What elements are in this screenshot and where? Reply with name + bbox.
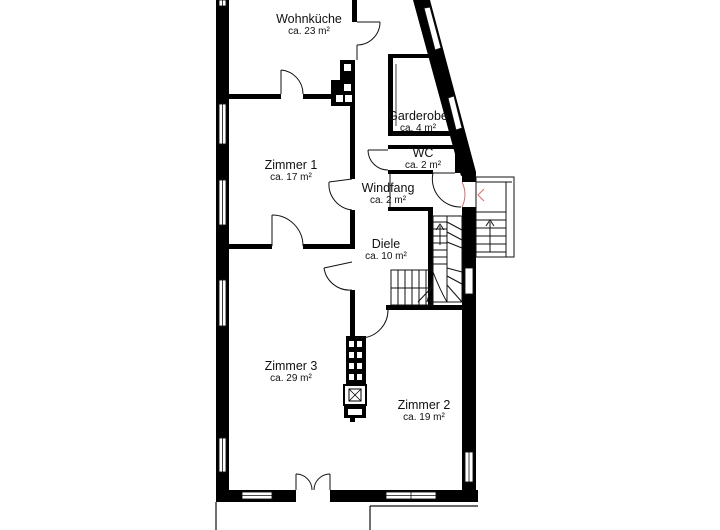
stove-grid bbox=[349, 341, 362, 380]
room-name: Garderobe bbox=[388, 109, 448, 123]
room-label-diele: Diele ca. 10 m² bbox=[356, 237, 416, 263]
room-label-garderobe: Garderobe ca. 4 m² bbox=[382, 109, 454, 135]
interior-staircase bbox=[390, 215, 463, 306]
window-east bbox=[464, 267, 474, 483]
room-area: ca. 10 m² bbox=[365, 251, 407, 263]
interior-doors bbox=[271, 21, 462, 339]
room-area: ca. 19 m² bbox=[403, 412, 445, 424]
room-name: Zimmer 3 bbox=[264, 359, 318, 373]
room-area: ca. 2 m² bbox=[369, 195, 407, 207]
wall-west bbox=[216, 0, 229, 502]
stove-small bbox=[343, 384, 367, 418]
room-area: ca. 4 m² bbox=[399, 123, 437, 135]
wall-east-lower bbox=[462, 240, 476, 502]
room-label-zimmer3: Zimmer 3 ca. 29 m² bbox=[246, 359, 336, 385]
room-label-wc: WC ca. 2 m² bbox=[394, 146, 452, 172]
terrace-lines bbox=[215, 502, 478, 530]
room-area: ca. 17 m² bbox=[270, 172, 312, 184]
chimney-squares bbox=[336, 64, 352, 102]
room-area: ca. 29 m² bbox=[270, 373, 312, 385]
room-name: Wohnküche bbox=[276, 12, 342, 26]
room-label-windfang: Windfang ca. 2 m² bbox=[356, 181, 420, 207]
wall-east-slanted bbox=[413, 0, 476, 176]
room-area: ca. 23 m² bbox=[288, 26, 330, 38]
entrance-stairs bbox=[475, 176, 515, 258]
room-name: Diele bbox=[371, 237, 401, 251]
windows-slanted bbox=[423, 6, 463, 131]
room-area: ca. 2 m² bbox=[404, 160, 442, 172]
room-label-zimmer2: Zimmer 2 ca. 19 m² bbox=[380, 398, 468, 424]
entrance-door bbox=[461, 181, 485, 208]
room-label-wohnkueche: Wohnküche ca. 23 m² bbox=[263, 12, 355, 38]
room-name: Windfang bbox=[361, 181, 415, 195]
room-name: WC bbox=[412, 146, 434, 160]
wall-entrance-stub bbox=[462, 172, 476, 182]
room-label-zimmer1: Zimmer 1 ca. 17 m² bbox=[246, 158, 336, 184]
terrace-door bbox=[295, 473, 331, 491]
room-name: Zimmer 1 bbox=[264, 158, 318, 172]
room-name: Zimmer 2 bbox=[397, 398, 451, 412]
